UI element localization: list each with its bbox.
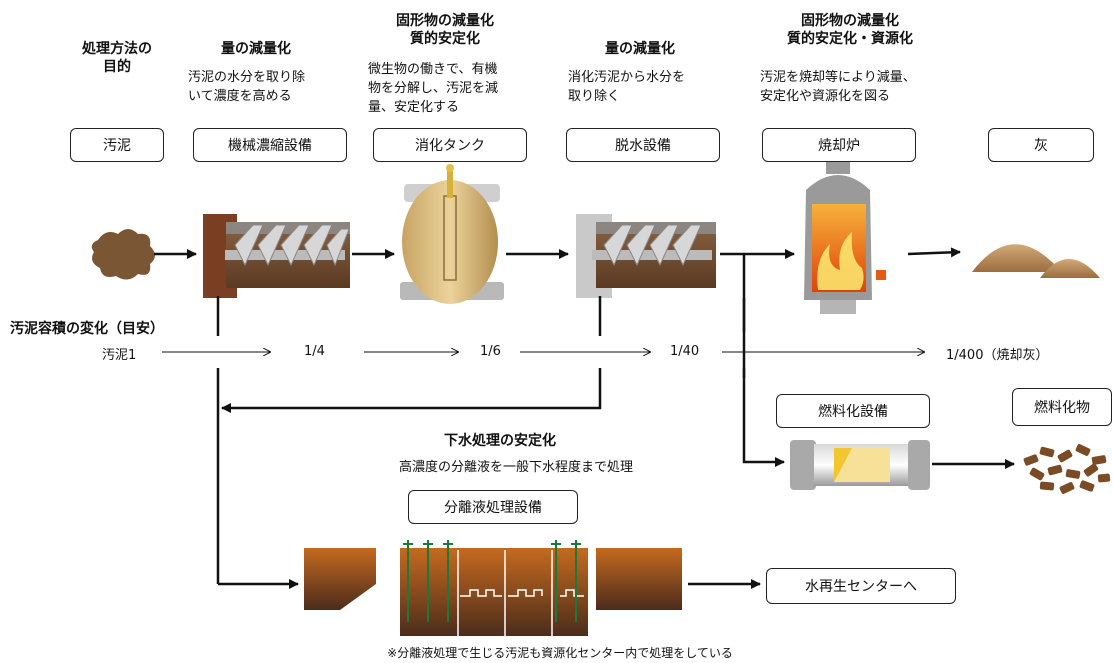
- water-center-box: 水再生センターへ: [766, 568, 956, 604]
- volume-change-title: 汚泥容積の変化（目安）: [10, 321, 164, 337]
- incinerator-icon: [804, 160, 886, 314]
- volume-label-4: 1/400（焼却灰）: [946, 348, 1049, 363]
- fuel-facility-machine-icon: [790, 440, 930, 490]
- stage-box-dewatering: 脱水設備: [566, 128, 720, 162]
- stage-box-incinerator: 焼却炉: [762, 128, 916, 162]
- volume-label-1: 1/4: [304, 344, 325, 359]
- dewater-heading: 量の減量化: [605, 41, 675, 57]
- flow-arrow-5: [907, 247, 961, 258]
- thicken-description: 汚泥の水分を取り除 いて濃度を高める: [188, 70, 306, 104]
- ash-pile-icon: [972, 244, 1100, 278]
- incin-heading-1: 固形物の減量化: [801, 13, 899, 29]
- digest-heading-1: 固形物の減量化: [396, 13, 494, 29]
- dewatering-machine-icon: [576, 214, 716, 298]
- separation-heading: 下水処理の安定化: [444, 433, 556, 449]
- thicken-heading: 量の減量化: [221, 41, 291, 57]
- stage-box-thickener: 機械濃縮設備: [193, 128, 347, 162]
- flow-arrow-fuel: [742, 254, 785, 467]
- stage-box-digester: 消化タンク: [373, 128, 527, 162]
- fuel-facility-box: 燃料化設備: [776, 394, 930, 428]
- separation-facility-box: 分離液処理設備: [408, 490, 578, 524]
- volume-label-2: 1/6: [480, 344, 501, 359]
- digestion-tank-icon: [400, 164, 504, 304]
- stage-box-ash: 灰: [988, 128, 1094, 162]
- separation-description: 高濃度の分離液を一般下水程度まで処理: [398, 460, 633, 475]
- volume-label-0: 汚泥1: [102, 348, 137, 363]
- separation-tanks-icon: [304, 540, 682, 636]
- purpose-heading: 処理方法の 目的: [82, 41, 152, 75]
- stage-box-sludge: 汚泥: [70, 128, 164, 162]
- volume-label-3: 1/40: [670, 344, 700, 359]
- dewater-description: 消化汚泥から水分を 取り除く: [568, 70, 686, 104]
- fuel-product-box: 燃料化物: [1012, 388, 1112, 426]
- incin-heading-2: 質的安定化・資源化: [787, 31, 913, 47]
- incin-description: 汚泥を焼却等により減量、 安定化や資源化を図る: [760, 70, 916, 104]
- return-liquid-arrow: [221, 368, 602, 413]
- sludge-blob-icon: [91, 229, 155, 280]
- digest-description: 微生物の働きで、有機 物を分解し、汚泥を減 量、安定化する: [368, 62, 499, 115]
- footnote: ※分離液処理で生じる汚泥も資源化センター内で処理をしている: [387, 646, 733, 660]
- fuel-pellets-icon: [1023, 444, 1111, 494]
- digest-heading-2: 質的安定化: [410, 31, 480, 47]
- thickener-machine-icon: [203, 214, 350, 298]
